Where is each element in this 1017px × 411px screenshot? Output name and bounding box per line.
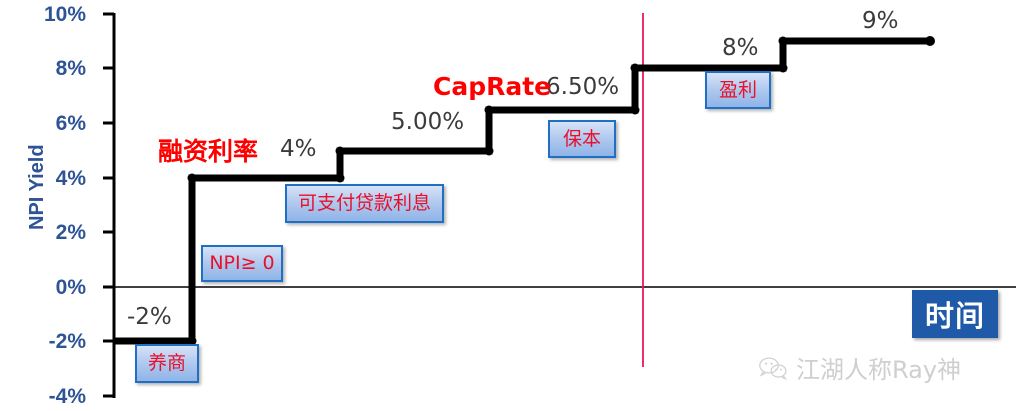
value-label-65: 6.50%: [546, 74, 620, 100]
value-label-5: 5.00%: [391, 109, 465, 135]
watermark: 江湖人称Ray神: [758, 350, 961, 385]
y-tick-4: 4%: [55, 167, 86, 190]
annotation-cap-rate: CapRate: [433, 72, 552, 101]
y-tick-neg4: -4%: [48, 385, 86, 408]
watermark-text: 江湖人称Ray神: [796, 356, 962, 384]
y-tick-10: 10%: [43, 3, 86, 26]
value-label-4: 4%: [280, 136, 317, 162]
annotation-financing-rate: 融资利率: [158, 137, 259, 166]
step-vertex-dots: [187, 36, 935, 346]
wechat-icon: [758, 356, 788, 380]
callout-profit[interactable]: 盈利: [705, 71, 771, 109]
y-axis-spine: [103, 12, 116, 398]
value-label-neg2: -2%: [127, 304, 172, 330]
y-tick-8: 8%: [55, 57, 86, 80]
callout-npi-ge-zero[interactable]: NPI≥ 0: [201, 245, 283, 282]
callout-break-even[interactable]: 保本: [548, 120, 616, 158]
callout-pay-loan-interest[interactable]: 可支付贷款利息: [285, 184, 444, 223]
y-tick-2: 2%: [55, 221, 86, 244]
value-label-8: 8%: [722, 35, 759, 61]
y-tick-0: 0%: [55, 276, 86, 299]
y-tick-6: 6%: [55, 112, 86, 135]
value-label-9: 9%: [862, 8, 899, 34]
time-axis-box: 时间: [912, 290, 998, 338]
callout-yang-shang[interactable]: 养商: [135, 344, 199, 383]
y-tick-neg2: -2%: [48, 330, 86, 353]
